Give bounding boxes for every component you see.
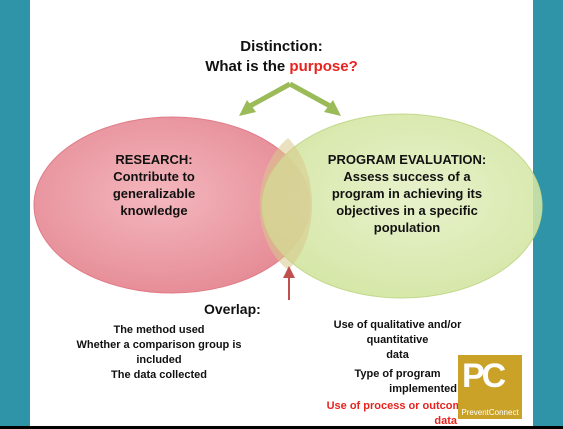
evaluation-line: objectives in a specific — [336, 203, 478, 218]
overlap-item: The data collected — [111, 369, 207, 381]
evaluation-item: data — [386, 349, 409, 361]
overlap-item: Whether a comparison group is — [76, 339, 242, 351]
overlap-list: The method used Whether a comparison gro… — [60, 323, 258, 383]
evaluation-label: PROGRAM EVALUATION: Assess success of a … — [306, 151, 508, 236]
left-border — [0, 0, 30, 426]
overlap-region — [259, 138, 312, 270]
research-label: RESEARCH: Contribute to generalizable kn… — [88, 151, 220, 219]
red-arrowhead — [283, 266, 295, 278]
logo-mark: PC — [462, 357, 506, 395]
green-arrowhead-right — [324, 100, 341, 116]
evaluation-item-highlight: data — [434, 415, 457, 427]
overlap-item: The method used — [113, 324, 205, 336]
logo-brand: PreventConnect — [461, 408, 519, 417]
evaluation-line: program in achieving its — [331, 186, 483, 201]
overlap-item: included — [136, 354, 182, 366]
research-line: RESEARCH: — [115, 152, 193, 167]
title-line-1: Distinction: — [240, 38, 323, 55]
green-arrow-left — [248, 81, 292, 109]
evaluation-item: implemented — [389, 383, 457, 395]
preventconnect-logo: PC PreventConnect — [458, 355, 522, 419]
research-line: knowledge — [120, 203, 188, 218]
evaluation-item: Use of qualitative and/or quantitative — [333, 319, 462, 346]
evaluation-item-highlight: Use of process or outcome — [326, 400, 469, 412]
green-arrowhead-left — [239, 100, 256, 116]
evaluation-line: population — [373, 220, 441, 235]
slide-title: Distinction: What is the purpose? — [30, 37, 533, 77]
overlap-title: Overlap: — [204, 301, 261, 317]
research-line: Contribute to — [113, 169, 195, 184]
evaluation-item: Type of program — [354, 368, 441, 380]
green-arrow-right — [288, 81, 332, 109]
title-accent: purpose? — [289, 58, 358, 75]
evaluation-line: Assess success of a — [343, 169, 471, 184]
title-line-2-prefix: What is the — [205, 58, 290, 75]
research-line: generalizable — [112, 186, 196, 201]
title-line-2: What is the purpose? — [30, 57, 533, 77]
evaluation-only-list: Use of qualitative and/or quantitative d… — [310, 318, 485, 429]
evaluation-line: PROGRAM EVALUATION: — [327, 152, 487, 167]
